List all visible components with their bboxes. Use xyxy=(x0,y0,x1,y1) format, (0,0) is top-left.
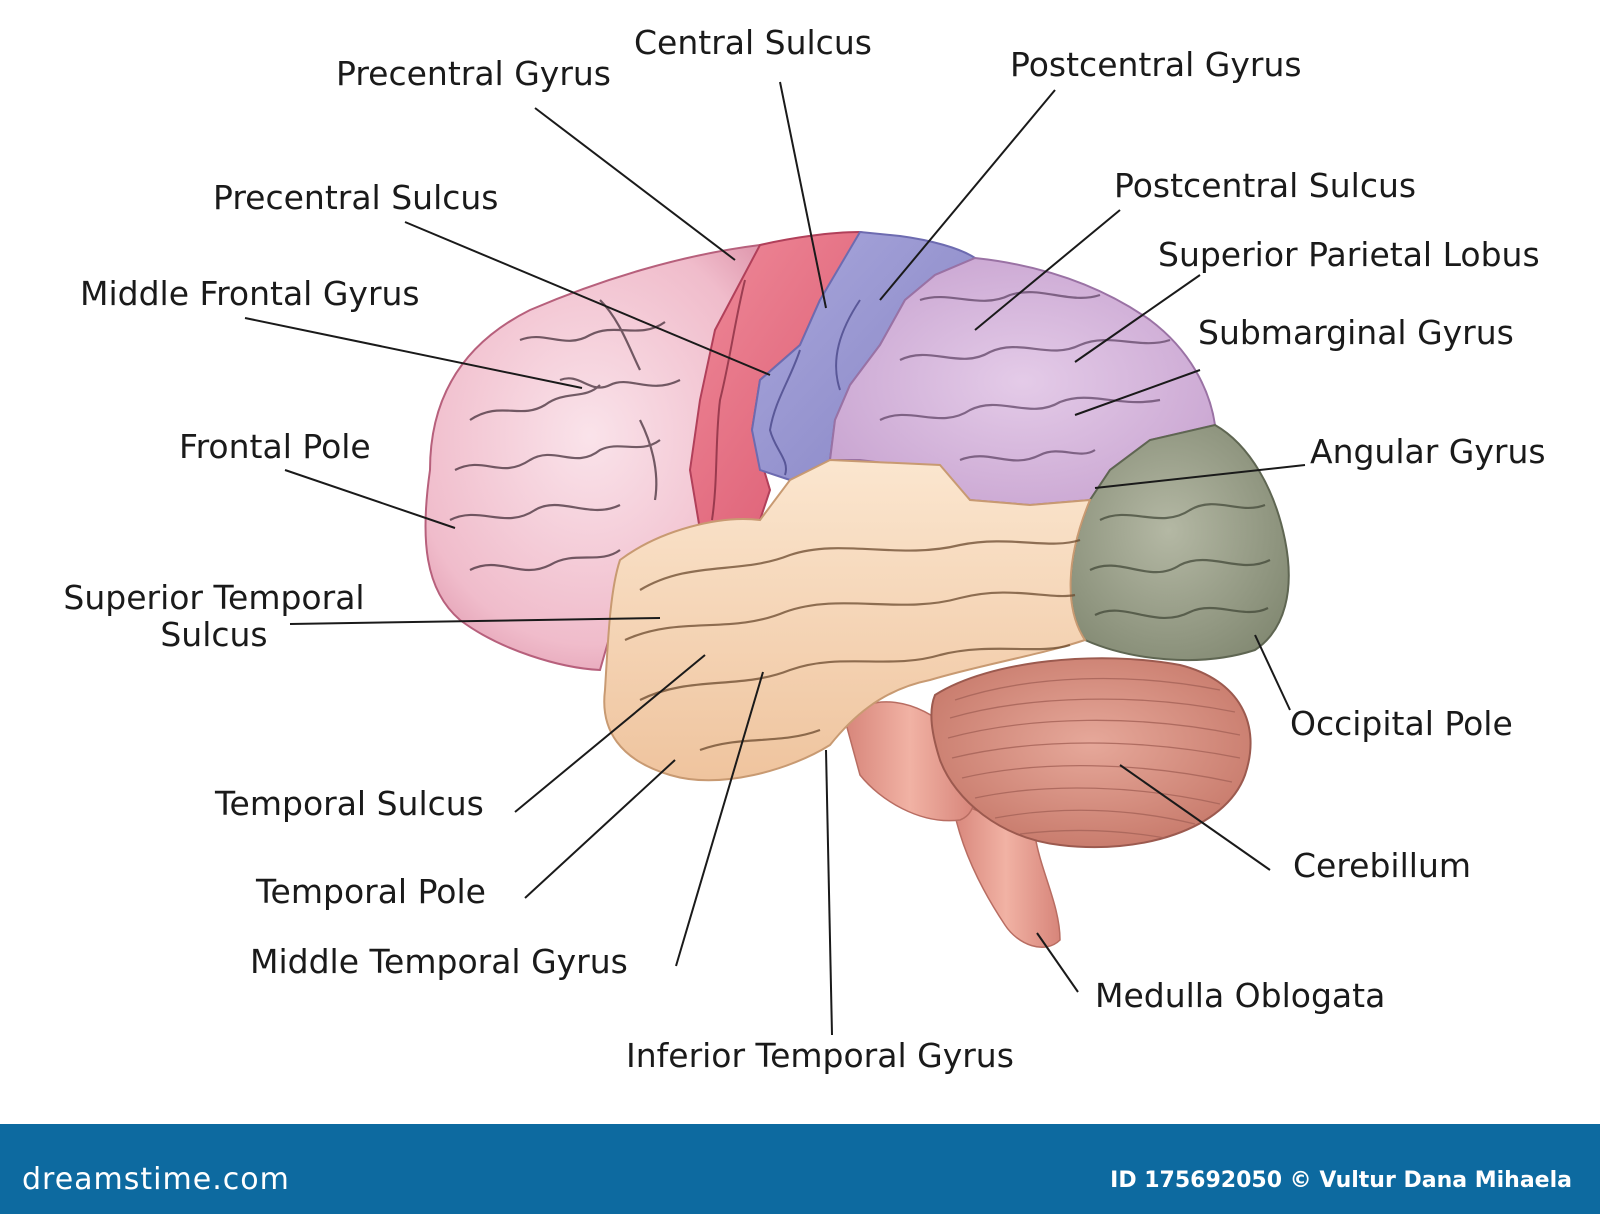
leader-cerebillum xyxy=(1119,764,1271,871)
precentral-sulci xyxy=(711,279,746,521)
footer-brand-logo[interactable]: dreamstime.com xyxy=(22,1162,290,1197)
label-temporal-pole: Temporal Pole xyxy=(256,872,486,911)
temporal-sulci xyxy=(624,538,1081,752)
label-precentral-gyrus: Precentral Gyrus xyxy=(336,54,611,93)
label-superior-temporal-sulcus: Superior Temporal Sulcus xyxy=(44,578,384,654)
occipital-sulci xyxy=(1089,503,1271,620)
label-superior-parietal-lobus: Superior Parietal Lobus xyxy=(1158,235,1540,274)
leader-central-sulcus xyxy=(779,81,827,309)
label-occipital-pole: Occipital Pole xyxy=(1290,704,1513,743)
parietal-sulci xyxy=(879,291,1171,462)
label-middle-frontal-gyrus: Middle Frontal Gyrus xyxy=(80,274,420,313)
label-angular-gyrus: Angular Gyrus xyxy=(1310,432,1546,471)
leader-precentral-gyrus xyxy=(534,107,736,261)
leader-medulla-oblogata xyxy=(1036,932,1079,993)
label-temporal-sulcus: Temporal Sulcus xyxy=(215,784,484,823)
label-superior-temporal-sulcus-line2: Sulcus xyxy=(160,614,268,654)
label-cerebillum: Cerebillum xyxy=(1293,846,1472,885)
stock-footer-bar: dreamstime.com ID 175692050 © Vultur Dan… xyxy=(0,1124,1600,1214)
leader-postcentral-gyrus xyxy=(879,89,1056,301)
leader-frontal-pole xyxy=(284,469,456,529)
leader-precentral-sulcus xyxy=(404,221,771,376)
label-postcentral-sulcus: Postcentral Sulcus xyxy=(1114,166,1417,205)
leader-middle-frontal-gyrus xyxy=(244,317,583,389)
label-inferior-temporal-gyrus: Inferior Temporal Gyrus xyxy=(626,1036,1014,1075)
leader-temporal-sulcus xyxy=(514,654,706,813)
label-submarginal-gyrus: Submarginal Gyrus xyxy=(1198,313,1514,352)
leader-temporal-pole xyxy=(524,759,676,899)
label-middle-temporal-gyrus: Middle Temporal Gyrus xyxy=(250,942,628,981)
label-frontal-pole: Frontal Pole xyxy=(179,427,371,466)
leader-middle-temporal-gyrus xyxy=(675,671,764,967)
leader-superior-parietal-lobus xyxy=(1074,274,1201,363)
label-superior-temporal-sulcus-line1: Superior Temporal xyxy=(63,578,365,617)
leader-occipital-pole xyxy=(1254,634,1291,711)
cerebellum-folia xyxy=(947,677,1241,839)
label-precentral-sulcus: Precentral Sulcus xyxy=(213,178,499,217)
label-medulla-oblogata: Medulla Oblogata xyxy=(1095,976,1386,1015)
brain-illustration xyxy=(244,81,1306,1036)
temporal-lobe-region xyxy=(603,458,1092,782)
postcentral-sulci xyxy=(768,299,861,476)
leader-submarginal-gyrus xyxy=(1074,369,1201,416)
footer-credit: ID 175692050 © Vultur Dana Mihaela xyxy=(1110,1168,1572,1193)
brain-diagram: Central Sulcus Precentral Gyrus Postcent… xyxy=(44,23,1546,1075)
leader-angular-gyrus xyxy=(1094,464,1306,489)
label-central-sulcus: Central Sulcus xyxy=(634,23,872,62)
leader-lines xyxy=(244,81,1306,1036)
label-postcentral-gyrus: Postcentral Gyrus xyxy=(1010,45,1302,84)
leader-superior-temporal-sulcus xyxy=(289,617,661,625)
leader-inferior-temporal-gyrus xyxy=(825,749,833,1036)
frontal-sulci xyxy=(449,299,681,571)
leader-postcentral-sulcus xyxy=(974,209,1121,331)
